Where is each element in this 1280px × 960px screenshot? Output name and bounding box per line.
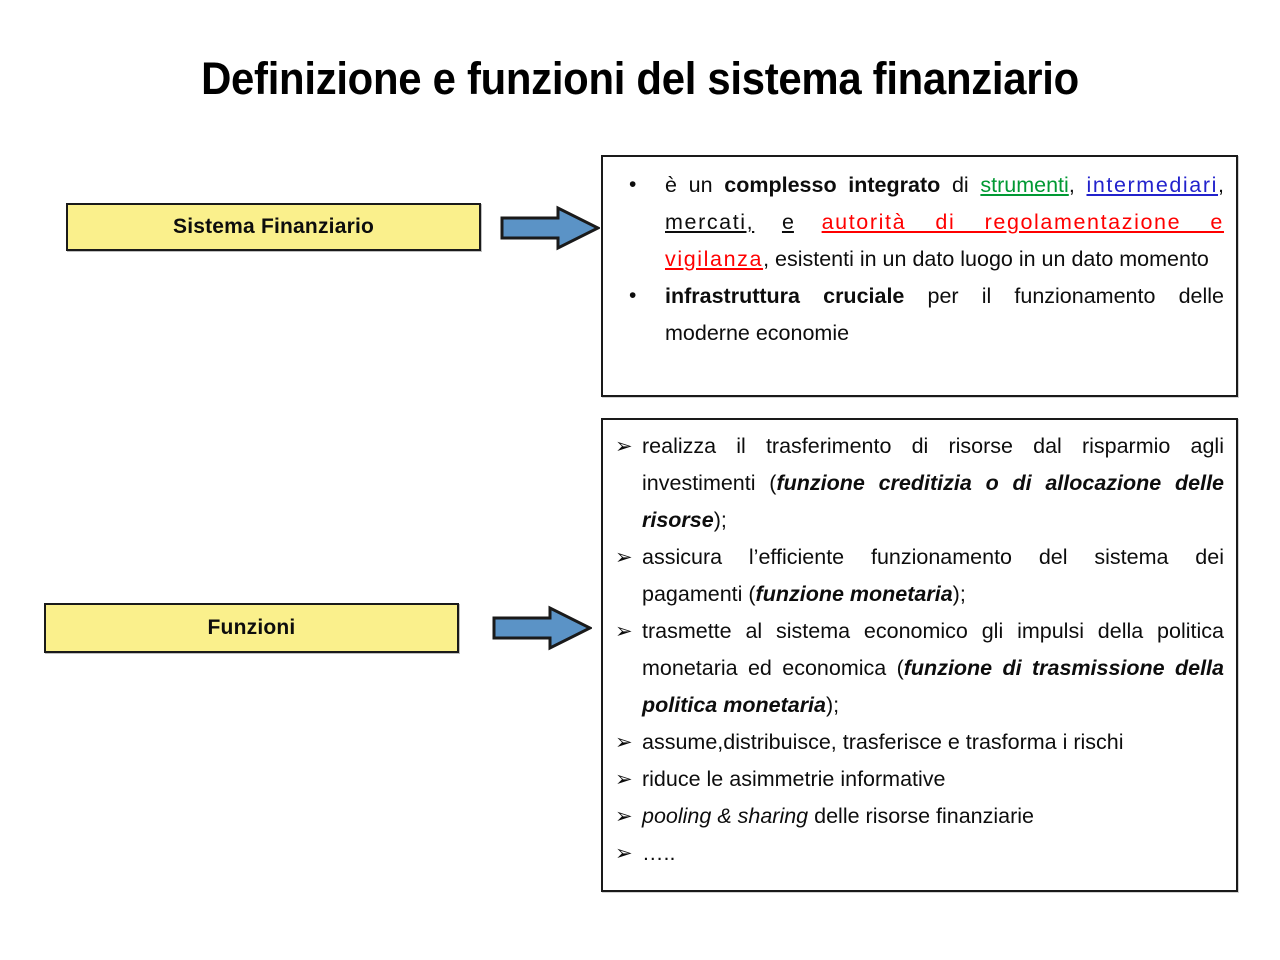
funzioni-item-2-text: assicura l’efficiente funzionamento del … <box>642 539 1224 613</box>
arrow-bullet-icon: ➢ <box>615 545 633 569</box>
arrow-bullet-icon: ➢ <box>615 619 633 643</box>
run-space <box>794 210 822 234</box>
run-text: , <box>1218 173 1224 197</box>
run-text: , <box>1068 173 1087 197</box>
arrow-bullet-icon: ➢ <box>615 730 633 754</box>
run-space <box>754 210 782 234</box>
label-box-sistema-finanziario-text: Sistema Finanziario <box>172 215 375 238</box>
list-item: ➢ ….. <box>615 835 1224 872</box>
run-text: ); <box>713 508 727 532</box>
list-item: ➢ assume,distribuisce, trasferisce e tra… <box>615 724 1224 761</box>
list-item: ➢ assicura l’efficiente funzionamento de… <box>615 539 1224 613</box>
run-text: assicura l’efficiente funzionamento del … <box>642 545 1224 606</box>
list-item: ➢ realizza il trasferimento di risorse d… <box>615 428 1224 539</box>
list-item: ➢ trasmette al sistema economico gli imp… <box>615 613 1224 724</box>
run-bold: infrastruttura cruciale <box>665 284 905 308</box>
arrow-bullet-icon: ➢ <box>615 434 633 458</box>
definizione-text-box: è un complesso integrato di strumenti, i… <box>601 155 1238 397</box>
run-text: per il funzionamento delle moderne econo… <box>665 284 1224 345</box>
arrow-bullet-icon: ➢ <box>615 841 633 865</box>
funzioni-item-1-text: realizza il trasferimento di risorse dal… <box>642 428 1224 539</box>
run-underline-black-e: e <box>781 210 794 234</box>
run-text: realizza il trasferimento di risorse dal… <box>642 434 1224 495</box>
definizione-item-2-text: infrastruttura cruciale per il funzionam… <box>665 278 1224 352</box>
run-bold-italic: funzione di trasmissione della politica … <box>642 656 1224 717</box>
run-text: di <box>940 173 981 197</box>
label-box-funzioni[interactable]: Funzioni <box>44 603 459 653</box>
funzioni-text-box: ➢ realizza il trasferimento di risorse d… <box>601 418 1238 892</box>
right-block-arrow-funzioni <box>492 605 592 651</box>
list-item: ➢ pooling & sharing delle risorse finanz… <box>615 798 1224 835</box>
run-text: , esistenti in un dato luogo in un dato … <box>763 247 1209 271</box>
funzioni-item-3-text: trasmette al sistema economico gli impul… <box>642 613 1224 724</box>
right-arrow-icon <box>500 205 600 251</box>
run-text: ); <box>826 693 840 717</box>
run-text: delle risorse finanziarie <box>808 804 1035 828</box>
run-underline-blue: intermediari <box>1086 173 1219 197</box>
list-item: ➢ riduce le asimmetrie informative <box>615 761 1224 798</box>
definizione-item-1-text: è un complesso integrato di strumenti, i… <box>665 167 1224 278</box>
funzioni-item-4-text: assume,distribuisce, trasferisce e trasf… <box>642 724 1224 761</box>
right-arrow-icon <box>492 605 592 651</box>
run-text: assume,distribuisce, trasferisce e trasf… <box>642 730 1124 754</box>
arrow-bullet-icon: ➢ <box>615 767 633 791</box>
right-block-arrow-sistema <box>500 205 600 251</box>
run-text: riduce le asimmetrie informative <box>642 767 946 791</box>
list-item: è un complesso integrato di strumenti, i… <box>615 166 1224 278</box>
run-text: è un <box>665 173 725 197</box>
run-text: ); <box>952 582 966 606</box>
funzioni-item-5-text: riduce le asimmetrie informative <box>642 761 1224 798</box>
run-text: ….. <box>642 841 676 865</box>
list-item: infrastruttura cruciale per il funzionam… <box>615 277 1224 352</box>
funzioni-item-6-text: pooling & sharing delle risorse finanzia… <box>642 798 1224 835</box>
label-box-sistema-finanziario[interactable]: Sistema Finanziario <box>66 203 481 251</box>
arrow-bullet-icon: ➢ <box>615 804 633 828</box>
run-bold-italic: funzione monetaria <box>755 582 953 606</box>
funzioni-bullet-list: ➢ realizza il trasferimento di risorse d… <box>615 428 1224 872</box>
run-underline-green: strumenti <box>980 173 1069 197</box>
funzioni-item-7-text: ….. <box>642 835 1224 872</box>
run-bold-italic: funzione creditizia o di allocazione del… <box>642 471 1224 532</box>
definizione-bullet-list: è un complesso integrato di strumenti, i… <box>615 166 1224 352</box>
page-title: Definizione e funzioni del sistema finan… <box>201 53 1079 104</box>
label-box-funzioni-text: Funzioni <box>207 616 296 639</box>
run-bold: complesso integrato <box>724 173 941 197</box>
run-underline-black: mercati, <box>665 210 755 234</box>
run-underline-red: autorità di regolamentazione e vigilanza <box>665 210 1224 271</box>
run-italic: pooling & sharing <box>642 804 809 828</box>
run-text: trasmette al sistema economico gli impul… <box>642 619 1224 680</box>
